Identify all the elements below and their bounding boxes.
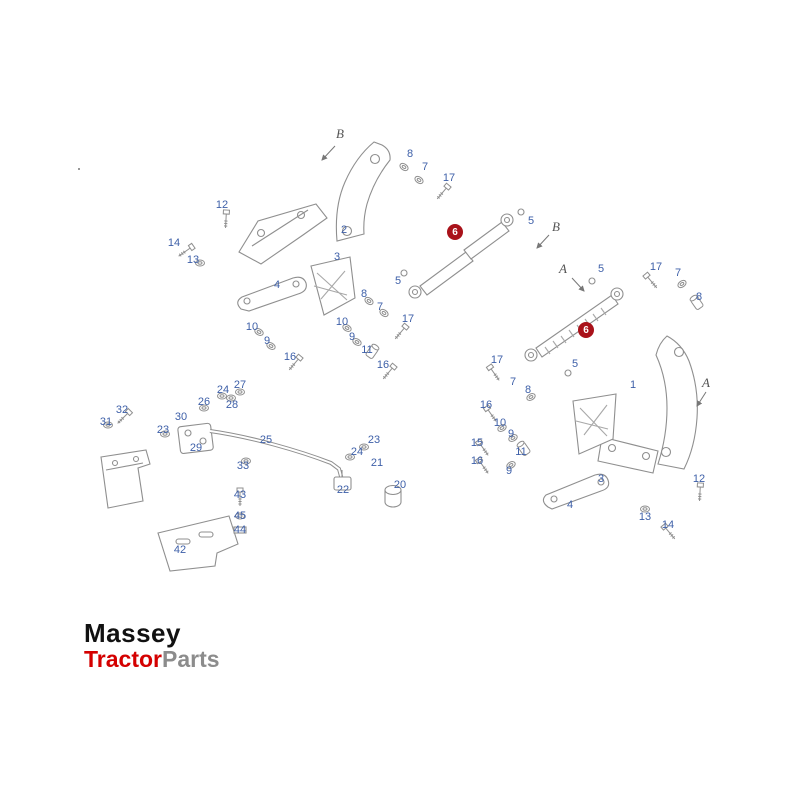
stray-dot <box>78 168 80 170</box>
gas-strut-left <box>400 208 525 299</box>
left-assembly <box>237 141 391 316</box>
brand-massey-text: Massey <box>84 618 181 648</box>
hardware-parts <box>103 161 705 542</box>
brand-tractor-text: Tractor <box>84 646 162 673</box>
brand-parts-text: Parts <box>161 646 220 673</box>
gas-strut-right <box>524 277 624 377</box>
brand-logo: Massey TractorParts <box>84 618 220 673</box>
view-arrows <box>321 145 707 407</box>
stabilizer-assembly <box>100 422 402 572</box>
right-assembly <box>542 335 698 510</box>
